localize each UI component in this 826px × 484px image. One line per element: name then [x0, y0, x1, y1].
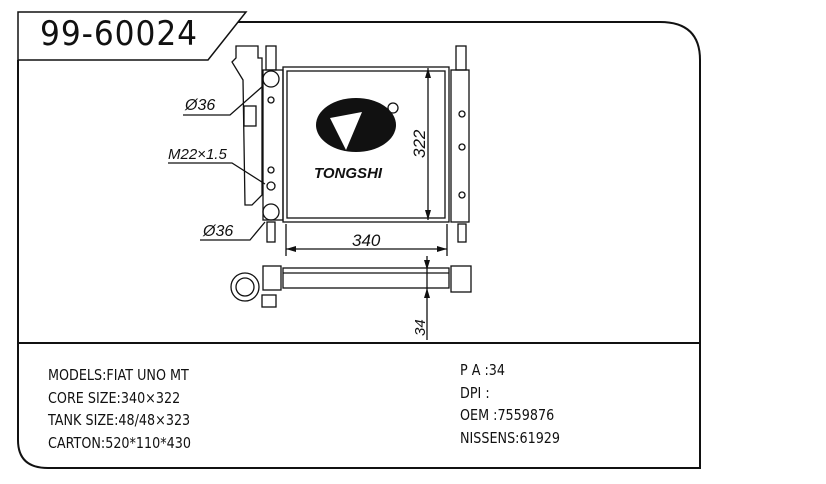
radiator-front-view [168, 45, 470, 256]
height-label: 322 [410, 129, 429, 158]
spec-tank-size: TANK SIZE:48/48×323 [48, 411, 191, 429]
outlet-diameter-label: Ø36 [202, 223, 233, 240]
dimension-labels: Ø36 M22×1.5 Ø36 340 322 34 [168, 97, 429, 336]
part-number-title: 99-60024 [40, 14, 198, 54]
radiator-top-view [230, 256, 472, 340]
width-label: 340 [352, 231, 381, 250]
title-tab [17, 11, 248, 61]
thread-label: M22×1.5 [168, 146, 227, 163]
spec-nissens: NISSENS:61929 [460, 428, 561, 447]
spec-pa: P A :34 [460, 361, 506, 379]
svg-text:TONGSHI: TONGSHI [314, 165, 383, 182]
tongshi-logo: TONGSHI [314, 98, 399, 182]
spec-dpi: DPI : [460, 383, 490, 402]
thickness-label: 34 [412, 319, 429, 336]
inlet-diameter-label: Ø36 [184, 97, 215, 114]
spec-models: MODELS:FIAT UNO MT [48, 366, 189, 384]
specs-right: P A :34 DPI : OEM :7559876 NISSENS:61929 [460, 359, 560, 449]
spec-carton: CARTON:520*110*430 [48, 433, 191, 452]
spec-oem: OEM :7559876 [460, 406, 555, 424]
spec-core-size: CORE SIZE:340×322 [48, 388, 181, 407]
specs-left: MODELS:FIAT UNO MT CORE SIZE:340×322 TAN… [48, 364, 191, 454]
